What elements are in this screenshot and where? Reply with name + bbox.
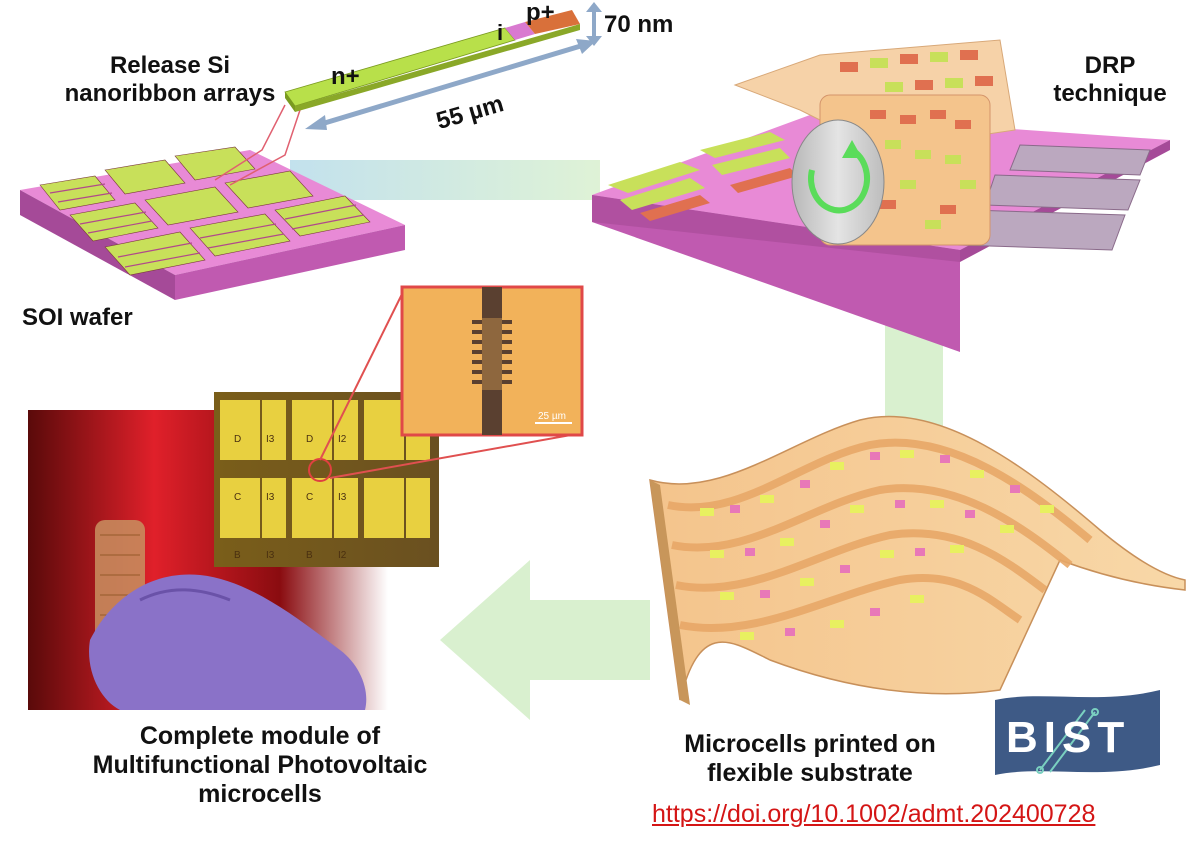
chip-cell-label: C xyxy=(234,492,241,503)
complete-label-line2: Multifunctional Photovoltaic xyxy=(92,750,428,779)
zoom-lines-ribbon xyxy=(214,104,286,181)
soi-label-text: SOI wafer xyxy=(22,304,133,331)
chip-cell-label: I3 xyxy=(266,492,275,503)
gloved-hand xyxy=(89,574,367,710)
chip-cell-label: I3 xyxy=(266,434,275,445)
rotation-arrow-icon xyxy=(808,147,870,214)
zoom-line-inset-1 xyxy=(319,289,405,461)
printed-label-line2: flexible substrate xyxy=(707,758,913,787)
doi-link[interactable]: https://doi.org/10.1002/admt.202400728 xyxy=(652,800,1096,828)
drp-label-line2: technique xyxy=(1053,79,1167,107)
zoomed-inset xyxy=(400,285,584,437)
printed-label-line1: Microcells printed on xyxy=(684,730,936,758)
cycle-arrow-top xyxy=(290,160,600,200)
soi-label: SOI wafer xyxy=(22,304,172,332)
chip-cell-label: D xyxy=(234,434,241,445)
p-region-label: p+ xyxy=(526,0,555,26)
chip-cell-label: I2 xyxy=(338,434,347,445)
drp-label-line1: DRP xyxy=(1084,52,1136,79)
length-arrow xyxy=(317,42,585,128)
n-region-label: n+ xyxy=(331,63,360,90)
release-label: Release Si nanoribbon arrays xyxy=(50,52,290,107)
printed-label: Microcells printed on flexible substrate xyxy=(640,730,980,788)
complete-label-line1: Complete module of xyxy=(139,722,381,750)
drp-roller xyxy=(791,94,991,246)
chip-cell-labels: D I3 D I2 C I3 C I3 B I3 B I2 xyxy=(234,434,347,561)
chip-cell-label: I3 xyxy=(266,550,275,561)
chip-cell-label: I2 xyxy=(338,550,347,561)
chip-cell-label: C xyxy=(306,492,313,503)
nanoribbon-diagram xyxy=(284,2,602,130)
i-region-label: i xyxy=(497,20,503,45)
cycle-arrow-bottom xyxy=(440,560,650,720)
bist-logo xyxy=(995,690,1160,775)
chip-cell-label: D xyxy=(306,434,313,445)
drp-label: DRP technique xyxy=(1040,52,1180,107)
release-label-line2: nanoribbon arrays xyxy=(64,79,276,107)
zoom-lines-ribbon-2 xyxy=(229,109,301,186)
complete-module-label: Complete module of Multifunctional Photo… xyxy=(60,722,460,808)
thickness-label: 70 nm xyxy=(604,11,673,38)
release-label-line1: Release Si xyxy=(109,52,231,79)
zoom-line-inset-2 xyxy=(329,432,583,479)
soi-wafer xyxy=(20,146,405,300)
complete-label-line3: microcells xyxy=(198,779,322,808)
chip-cell-label: B xyxy=(306,550,313,561)
logo-text: BIST xyxy=(1006,713,1130,762)
length-label: 55 µm xyxy=(433,90,506,135)
flexible-substrate xyxy=(649,415,1186,705)
chip-cell-label: I3 xyxy=(338,492,347,503)
scale-bar-label: 25 µm xyxy=(538,411,566,422)
chip-cell-label: B xyxy=(234,550,241,561)
